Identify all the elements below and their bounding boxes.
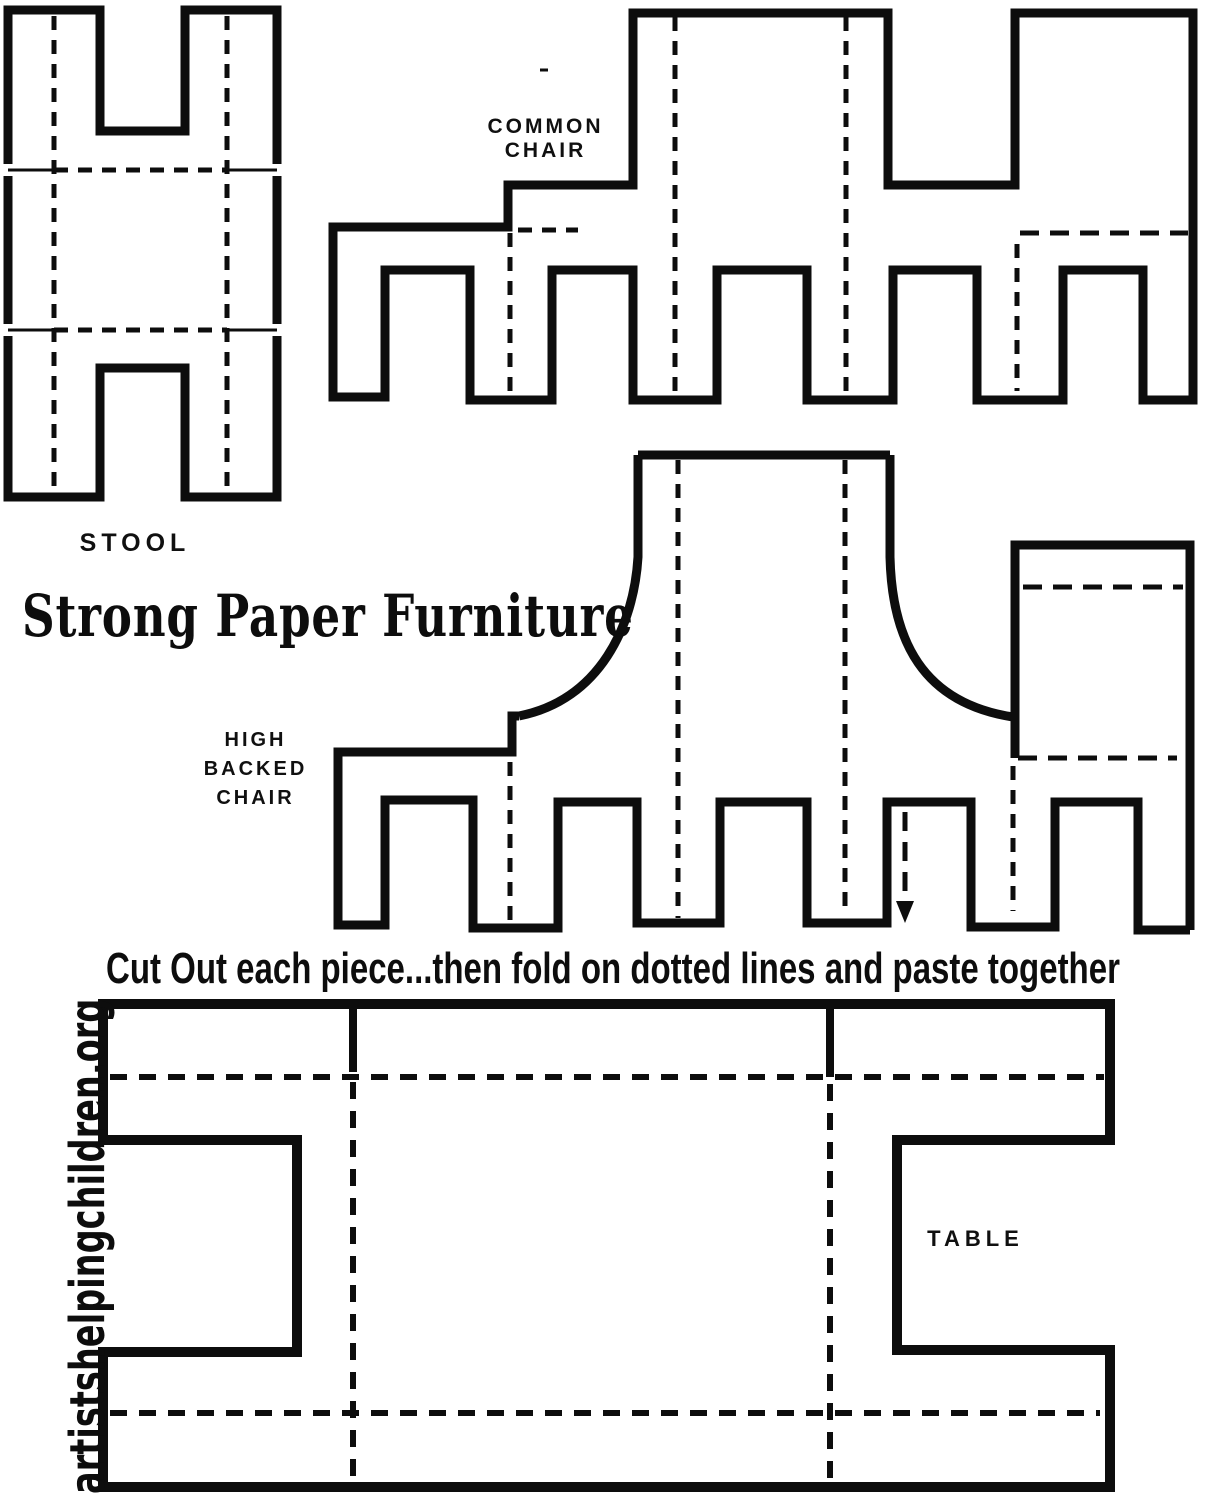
high-backed-chair-label-line3: CHAIR — [216, 787, 295, 809]
common-chair-label-line2: CHAIR — [504, 139, 587, 162]
stool-label: STOOL — [79, 529, 191, 557]
stool-pattern — [2, 5, 283, 502]
table-pattern — [98, 999, 1115, 1492]
table-label: TABLE — [927, 1226, 1024, 1251]
instruction-text: Cut Out each piece...then fold on dotted… — [106, 944, 1120, 993]
high-backed-chair-label: HIGH BACKED CHAIR — [178, 726, 333, 813]
watermark-url-text: artistshelpingchildren.org — [60, 998, 116, 1494]
common-chair-pattern — [328, 8, 1198, 405]
watermark: artistshelpingchildren.org — [0, 940, 116, 1494]
high-backed-chair-label-line2: BACKED — [203, 758, 308, 780]
page-title: Strong Paper Furniture — [22, 582, 634, 650]
high-backed-chair-pattern — [333, 450, 1195, 935]
common-chair-label: COMMON CHAIR — [458, 115, 633, 163]
common-chair-label-line1: COMMON — [487, 115, 604, 138]
high-backed-chair-label-line1: HIGH — [224, 729, 287, 751]
paste-direction-arrow — [896, 812, 914, 923]
